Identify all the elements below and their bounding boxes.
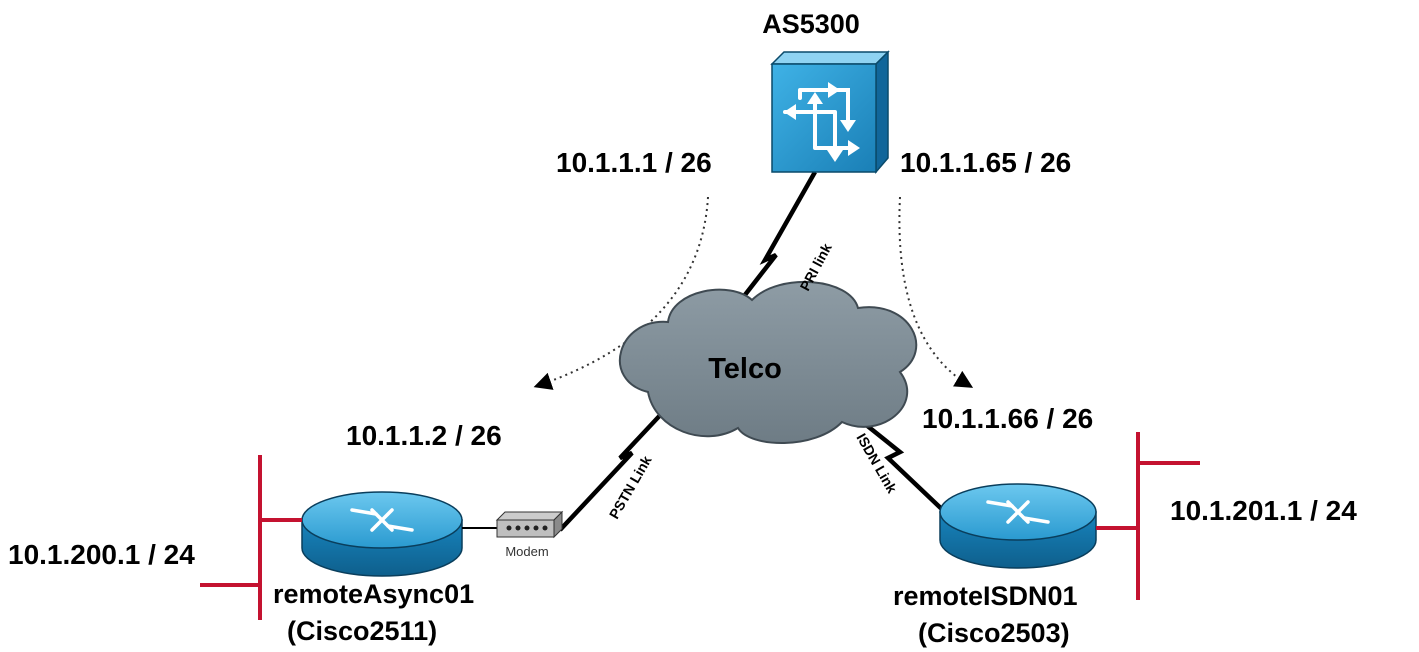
dotted-arrow-right [898, 196, 974, 388]
ethernet-segment-right [1096, 432, 1200, 600]
modem-label: Modem [505, 544, 548, 559]
telco-label: Telco [708, 353, 782, 385]
ethernet-segment-left [200, 455, 302, 620]
async-wan-ip: 10.1.1.2 / 26 [346, 420, 502, 451]
async-router-model: (Cisco2511) [287, 616, 437, 646]
remote-async-router-icon [301, 491, 463, 577]
isdn-wan-ip: 10.1.1.66 / 26 [922, 403, 1093, 434]
isdn-router-model: (Cisco2503) [918, 618, 1070, 648]
async-lan-ip: 10.1.200.1 / 24 [8, 539, 195, 570]
remote-isdn-router-icon [939, 483, 1097, 569]
pstn-link-label: PSTN Link [606, 453, 655, 522]
isdn-router-name: remoteISDN01 [893, 581, 1078, 611]
as5300-right-ip: 10.1.1.65 / 26 [900, 147, 1071, 178]
as5300-access-server-icon [770, 50, 890, 175]
as5300-label: AS5300 [762, 9, 860, 39]
telco-cloud-icon [618, 280, 918, 444]
isdn-lan-ip: 10.1.201.1 / 24 [1170, 495, 1357, 526]
modem-icon [495, 510, 564, 539]
async-router-name: remoteAsync01 [273, 579, 474, 609]
pstn-link-bolt [558, 408, 667, 532]
pri-link-bolt [725, 170, 817, 320]
as5300-left-ip: 10.1.1.1 / 26 [556, 147, 712, 178]
